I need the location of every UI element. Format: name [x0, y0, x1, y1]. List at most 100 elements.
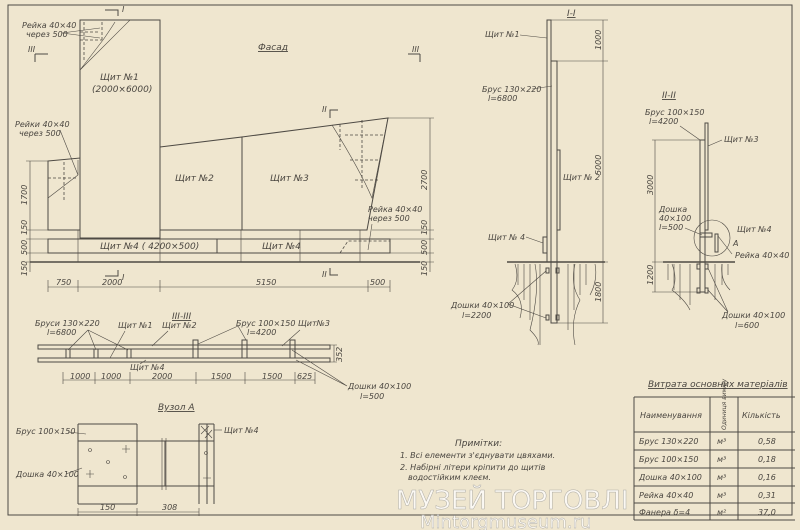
table-cell: Брус 100×150 [639, 455, 698, 464]
left-dims: 1700 150 500 150 [20, 185, 29, 276]
facade-title: Фасад [258, 43, 288, 53]
label-s1-shield4: Щит № 4 [488, 233, 525, 242]
note-2: 2. Набірні літери кріпити до щитів [400, 463, 546, 472]
cut-mark-I-top: I [122, 5, 125, 14]
label-s3-shield1: Щит №1 [118, 321, 153, 330]
label-rail-top: Рейка 40×40 [22, 21, 76, 30]
table-row: Фанера δ=4 м² 37,0 [639, 508, 776, 517]
label-s3-shield4: Щит №4 [130, 363, 165, 372]
table-cell: м³ [717, 437, 726, 446]
dim-1000-s1: 1000 [594, 30, 603, 50]
dim-5000-s1: 5000 [594, 155, 603, 175]
dim-2700: 2700 [420, 170, 429, 190]
cut-mark-II-bottom: II [322, 270, 327, 279]
label-s2-shield3: Щит №3 [724, 135, 759, 144]
dim-1200-s2: 1200 [646, 265, 655, 285]
label-s3-beams-len: l=6800 [47, 328, 76, 337]
label-s3-shield3: Щит№3 [298, 319, 330, 328]
label-shield-1-size: (2000×6000) [92, 85, 152, 95]
table-cell: м³ [717, 473, 726, 482]
dim-s3-1000b: 1000 [101, 372, 121, 381]
cut-mark-III-left: III [28, 45, 36, 54]
label-s2-board: Дошка [658, 205, 687, 214]
cut-mark-III-right: III [412, 45, 420, 54]
label-s3-shield2: Щит №2 [162, 321, 197, 330]
dim-node-308: 308 [162, 503, 177, 512]
dim-150c: 150 [420, 220, 429, 235]
dim-2000: 2000 [102, 278, 122, 287]
label-s2-beam: Брус 100×150 [645, 108, 704, 117]
dim-750: 750 [56, 278, 71, 287]
section-1-title: I-I [567, 9, 576, 19]
label-node-board: Дошка 40×100 [15, 470, 79, 479]
table-cell: Фанера δ=4 [639, 508, 690, 517]
label-s2-board-len: l=500 [659, 223, 683, 232]
cut-mark-II-top: II [322, 105, 327, 114]
table-cell: 37,0 [758, 508, 776, 517]
table-cell: Брус 130×220 [639, 437, 698, 446]
label-shield-1: Щит №1 [100, 73, 139, 83]
materials-table: Витрата основних матеріалів Наименування… [633, 378, 795, 521]
label-s2-rail: Рейка 40×40 [735, 251, 789, 260]
header-unit: Одиниця виміру [721, 378, 728, 430]
label-node-beam: Брус 100×150 [16, 427, 75, 436]
section-II-II: II-II 3000 1200 Брус 100×150 l=4200 Щит … [645, 91, 789, 330]
facade-view: Фасад Рейка 40×40 через 500 Рейки 40×40 … [15, 5, 434, 292]
label-s3-beam: Брус 100×150 [236, 319, 295, 328]
dim-3000-s2: 3000 [646, 175, 655, 195]
label-s1-shield1: Щит №1 [485, 30, 520, 39]
header-name: Наименування [640, 411, 702, 420]
label-rail-right: Рейка 40×40 [368, 205, 422, 214]
dim-s3-352: 352 [335, 347, 344, 362]
table-cell: 0,18 [758, 455, 776, 464]
label-s3-boards-len: l=500 [360, 392, 384, 401]
label-s1-beam: Брус 130×220 [482, 85, 541, 94]
table-cell: м² [717, 508, 727, 517]
dim-s3-1500b: 1500 [262, 372, 282, 381]
watermark-title: МУЗЕЙ ТОРГОВЛІ [396, 484, 629, 516]
notes: Примітки: 1. Всі елементи з'єднувати цвя… [400, 439, 555, 482]
label-node-shield4: Щит №4 [224, 426, 259, 435]
notes-title: Примітки: [455, 439, 502, 449]
table-cell: м³ [717, 455, 726, 464]
dim-s3-1000a: 1000 [70, 372, 90, 381]
label-rail-top-step: через 500 [26, 30, 68, 39]
dim-s3-2000: 2000 [152, 372, 172, 381]
dim-500: 500 [370, 278, 385, 287]
label-rail-right-step: через 500 [368, 214, 410, 223]
label-shield-4a: Щит №4 ( 4200×500) [100, 242, 199, 252]
shield-3 [241, 117, 389, 231]
dim-s3-1500a: 1500 [211, 372, 231, 381]
table-cell: 0,31 [758, 491, 776, 500]
section-2-title: II-II [662, 91, 676, 101]
label-s1-shield2: Щит № 2 [563, 173, 600, 182]
label-s3-beam-len: l=4200 [247, 328, 276, 337]
section-III-III: III-III 1000 1000 2000 1500 1500 625 352… [35, 312, 411, 401]
dim-500-left: 500 [20, 240, 29, 255]
table-row: Брус 100×150 м³ 0,18 [639, 455, 776, 464]
label-s1-boards: Дошки 40×100 [450, 301, 514, 310]
node-a-marker [693, 219, 731, 257]
watermark: МУЗЕЙ ТОРГОВЛІ Mintorgmuseum.ru [396, 484, 629, 530]
dim-150d: 150 [420, 261, 429, 276]
label-s1-beam-len: l=6800 [488, 94, 517, 103]
label-s1-boards-len: l=2200 [462, 311, 491, 320]
table-cell: Дошка 40×100 [638, 473, 702, 482]
right-dims: 2700 150 500 150 [420, 170, 429, 276]
dim-1800-s1: 1800 [594, 282, 603, 302]
materials-title: Витрата основних матеріалів [648, 380, 788, 390]
note-2-cont: водостійким клеєм. [408, 473, 491, 482]
watermark-url: Mintorgmuseum.ru [420, 512, 591, 530]
label-shield-4b: Щит №4 [262, 242, 301, 252]
shield-1 [79, 19, 161, 239]
header-qty: Кількість [742, 411, 781, 420]
dim-500-right: 500 [420, 240, 429, 255]
label-rail-left: Рейки 40×40 [15, 120, 70, 129]
node-a-title: Вузол А [158, 403, 195, 413]
dim-150a: 150 [20, 220, 29, 235]
dim-150b: 150 [20, 261, 29, 276]
